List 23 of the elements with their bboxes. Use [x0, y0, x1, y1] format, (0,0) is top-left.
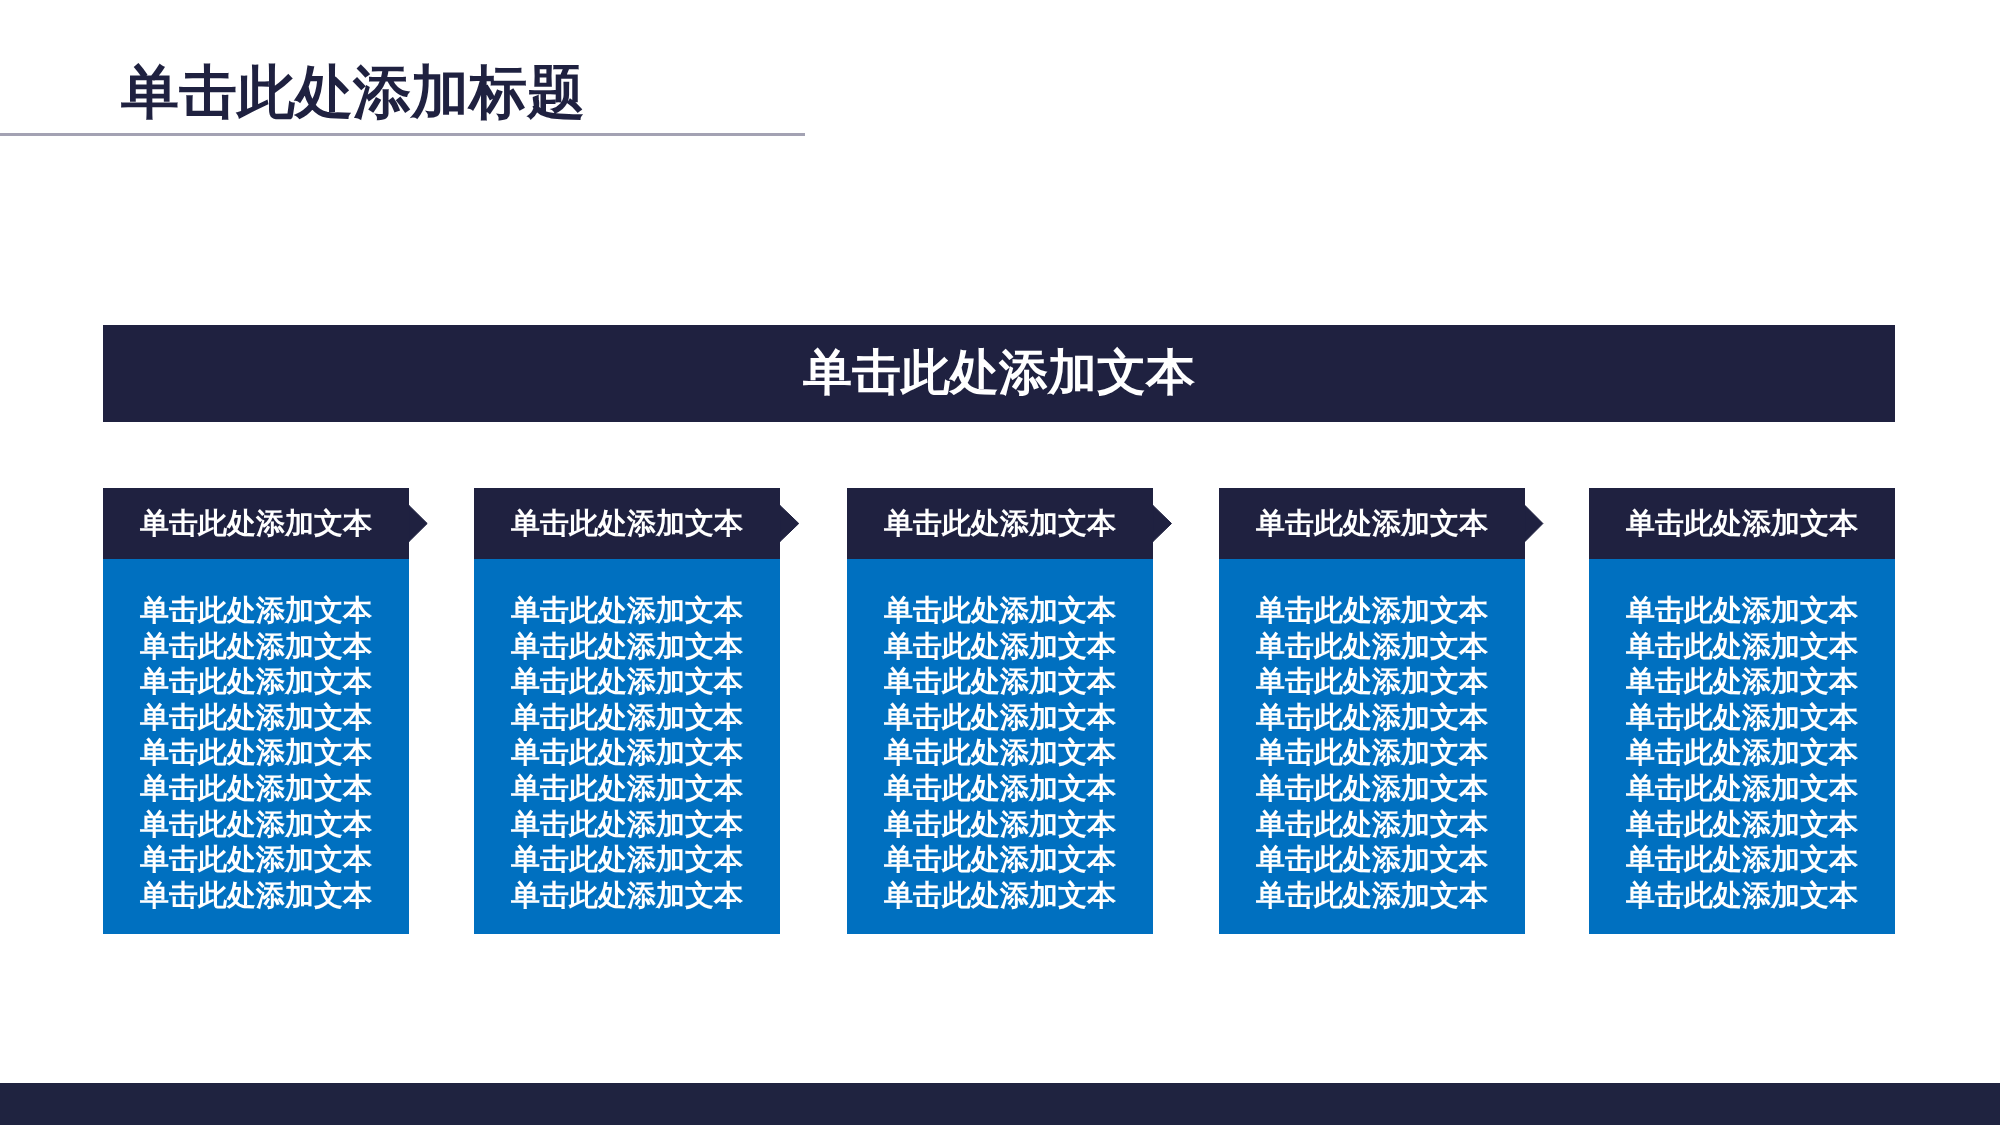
header-text: 单击此处添加文本 [884, 506, 1116, 541]
chevron-arrow [1524, 505, 1544, 542]
header-text: 单击此处添加文本 [511, 506, 743, 541]
body-text: 单击此处添加文本单击此处添加文本单击此处添加文本单击此处添加文本单击此处添加文本单击此处添加文本单击此处添加文本单击此处添加文本单击此处添加文本 [883, 593, 1117, 914]
header-text: 单击此处添加文本 [1626, 506, 1858, 541]
slide-title: 单击此处添加标题 [121, 57, 585, 128]
chevron-arrow [1152, 505, 1172, 542]
body-text: 单击此处添加文本单击此处添加文本单击此处添加文本单击此处添加文本单击此处添加文本单击此处添加文本单击此处添加文本单击此处添加文本单击此处添加文本 [139, 593, 373, 914]
text-panel [847, 559, 1153, 934]
chevron-arrow [779, 505, 800, 542]
text-panel [1219, 559, 1525, 934]
body-text: 单击此处添加文本单击此处添加文本单击此处添加文本单击此处添加文本单击此处添加文本单击此处添加文本单击此处添加文本单击此处添加文本单击此处添加文本 [1255, 593, 1489, 914]
body-text: 单击此处添加文本单击此处添加文本单击此处添加文本单击此处添加文本单击此处添加文本单击此处添加文本单击此处添加文本单击此处添加文本单击此处添加文本 [1625, 593, 1859, 914]
body-text: 单击此处添加文本单击此处添加文本单击此处添加文本单击此处添加文本单击此处添加文本单击此处添加文本单击此处添加文本单击此处添加文本单击此处添加文本 [510, 593, 744, 914]
header-text: 单击此处添加文本 [140, 506, 372, 541]
text-panel [103, 559, 409, 934]
chevron-arrow [408, 505, 428, 542]
text-panel [1589, 559, 1895, 934]
column-header [1589, 488, 1895, 559]
banner-bar [103, 325, 1895, 422]
banner-heading: 单击此处添加文本 [803, 344, 1195, 403]
text-panel [474, 559, 780, 934]
header-text: 单击此处添加文本 [1256, 506, 1488, 541]
